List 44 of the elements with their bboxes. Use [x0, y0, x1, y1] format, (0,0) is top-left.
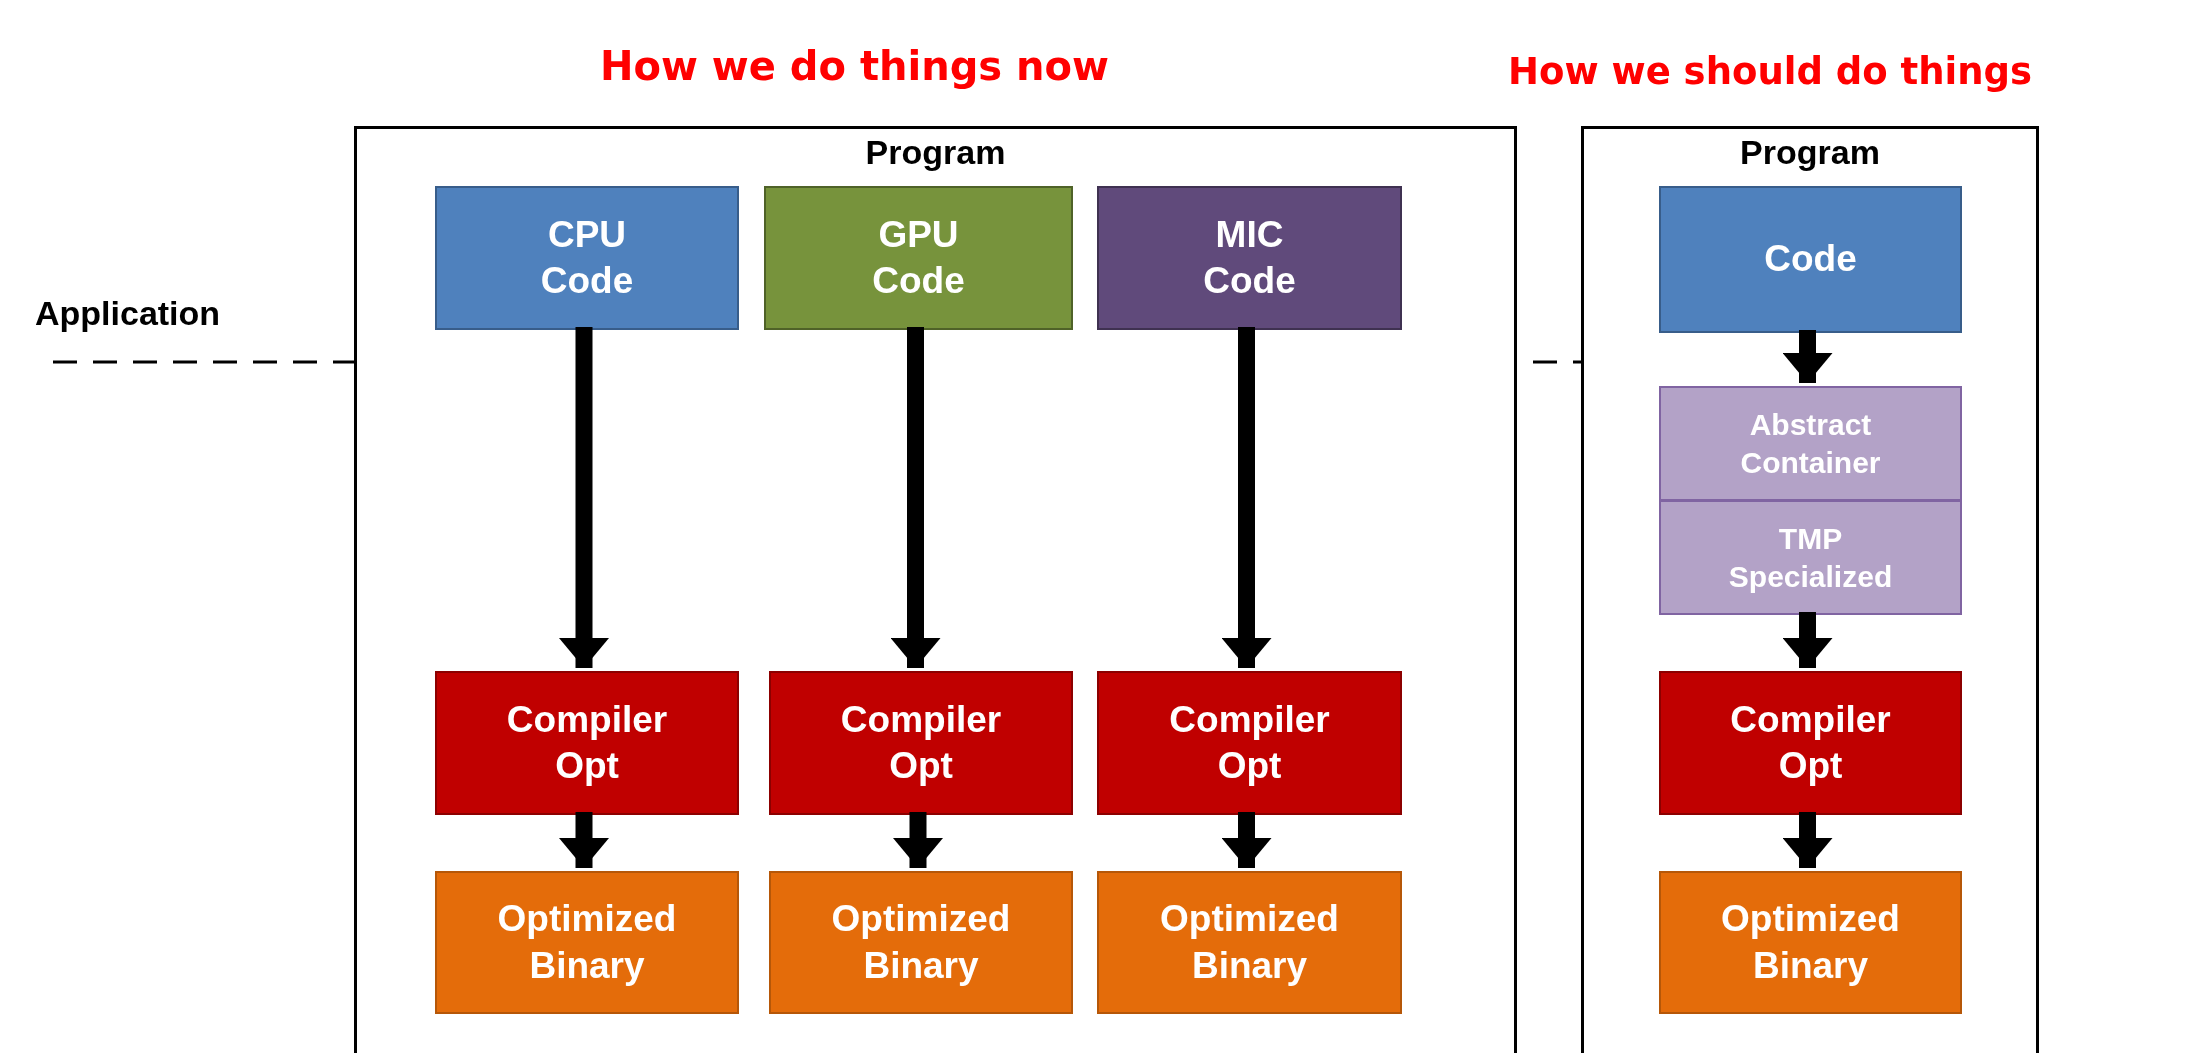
process-box	[764, 186, 1073, 330]
box-label: Code	[1764, 237, 1857, 282]
process-box	[435, 871, 739, 1014]
box-label: Compiler Opt	[840, 697, 1002, 788]
panel-heading: Program	[1740, 132, 1880, 173]
process-box	[1097, 871, 1402, 1014]
process-box	[1097, 186, 1402, 330]
box-label: GPU Code	[872, 212, 965, 303]
layer-label: Application	[35, 293, 221, 334]
box-label: Compiler Opt	[506, 697, 668, 788]
panel-frame	[1581, 126, 2039, 1053]
box-label: Compiler Opt	[1730, 697, 1891, 788]
box-label: Optimized Binary	[1160, 897, 1339, 988]
box-label: Optimized Binary	[1721, 897, 1900, 988]
panel-frame	[354, 126, 1517, 1053]
arrow	[559, 812, 609, 868]
box-label: Compiler Opt	[1169, 697, 1330, 788]
process-box	[1097, 671, 1402, 815]
arrow	[893, 812, 943, 868]
box-label: Abstract Container	[1740, 407, 1881, 481]
process-box	[1659, 386, 1962, 501]
box-label: MIC Code	[1203, 212, 1296, 303]
heading: How we should do things	[1508, 49, 2033, 95]
arrow	[1782, 612, 1833, 668]
process-box	[769, 871, 1073, 1014]
process-box	[1659, 671, 1962, 815]
box-label: CPU Code	[540, 212, 634, 303]
arrow	[890, 327, 941, 668]
process-box	[1659, 500, 1962, 615]
process-box	[769, 671, 1073, 815]
process-box	[435, 671, 739, 815]
box-label: TMP Specialized	[1728, 521, 1893, 595]
arrow	[1221, 812, 1272, 868]
process-box	[1659, 186, 1962, 333]
arrow	[1782, 812, 1833, 868]
box-label: Optimized Binary	[831, 897, 1011, 988]
process-box	[435, 186, 739, 330]
arrow	[1221, 327, 1272, 668]
arrow	[1782, 330, 1833, 383]
box-label: Optimized Binary	[497, 897, 677, 988]
heading: How we do things now	[600, 42, 1109, 91]
process-box	[1659, 871, 1962, 1014]
arrow	[559, 327, 609, 668]
panel-heading: Program	[865, 132, 1006, 173]
